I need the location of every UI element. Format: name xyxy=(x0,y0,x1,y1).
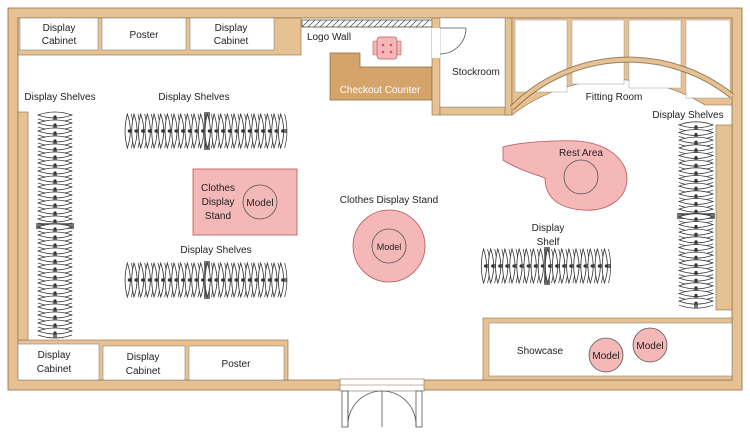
model-stand-center[interactable] xyxy=(371,228,407,264)
display-cabinet-bottom-1[interactable] xyxy=(17,343,100,381)
display-cabinet-top-1[interactable] xyxy=(19,17,99,51)
stand-left-label-1: Clothes xyxy=(201,183,235,194)
display-shelves-right[interactable] xyxy=(677,121,715,309)
cabinet-bottom-1-label-2: Cabinet xyxy=(37,364,72,375)
poster-bottom[interactable] xyxy=(188,345,285,381)
fitting-booth-4[interactable] xyxy=(685,19,731,99)
stand-left-label-2: Display xyxy=(202,197,235,208)
rest-area-seat[interactable] xyxy=(563,159,599,195)
cabinet-top-1-label-1: Display xyxy=(43,23,76,34)
fitting-room-label: Fitting Room xyxy=(586,92,643,103)
poster-top[interactable] xyxy=(101,17,187,51)
display-shelf-label-1: Display xyxy=(532,223,565,234)
showcase-label: Showcase xyxy=(517,346,564,357)
display-cabinet-top-2[interactable] xyxy=(189,17,275,51)
cabinet-top-2-label-2: Cabinet xyxy=(214,36,249,47)
poster-bottom-label: Poster xyxy=(222,359,252,370)
stand-center-label: Clothes Display Stand xyxy=(340,195,438,206)
cabinet-top-1-label-2: Cabinet xyxy=(42,36,77,47)
logo-wall xyxy=(301,19,433,28)
stand-left-label-3: Stand xyxy=(205,211,231,222)
clothes-display-stand-left[interactable] xyxy=(192,168,298,236)
entrance-doors[interactable] xyxy=(341,390,423,428)
rest-area-label: Rest Area xyxy=(559,148,603,159)
model-showcase-1-label: Model xyxy=(592,351,619,362)
shelves-left-label: Display Shelves xyxy=(24,92,95,103)
model-showcase-1[interactable] xyxy=(588,337,624,373)
display-shelves-bottom-middle[interactable] xyxy=(124,261,288,299)
model-showcase-2[interactable] xyxy=(632,327,668,363)
stockroom-door[interactable] xyxy=(432,27,467,58)
model-showcase-2-label: Model xyxy=(636,341,663,352)
cabinet-bottom-2-label-2: Cabinet xyxy=(126,366,161,377)
logo-wall-label: Logo Wall xyxy=(307,32,351,43)
display-shelf-label-2: Shelf xyxy=(537,237,560,248)
cabinet-top-2-label-1: Display xyxy=(215,23,248,34)
display-shelves-left[interactable] xyxy=(36,111,74,339)
fitting-booth-2[interactable] xyxy=(571,19,625,85)
fitting-booth-3[interactable] xyxy=(628,19,682,89)
checkout-counter-label: Checkout Counter xyxy=(340,85,421,96)
poster-top-label: Poster xyxy=(130,30,160,41)
shelves-right-label: Display Shelves xyxy=(652,110,723,121)
model-stand-left-label: Model xyxy=(246,198,273,209)
shelves-bottom-middle-label: Display Shelves xyxy=(180,245,251,256)
cabinet-bottom-1-label-1: Display xyxy=(38,350,71,361)
stockroom[interactable] xyxy=(439,17,506,108)
fitting-room-block xyxy=(509,17,734,116)
display-cabinet-bottom-2[interactable] xyxy=(102,345,186,381)
display-shelf-center[interactable] xyxy=(480,247,612,285)
stockroom-label: Stockroom xyxy=(452,67,500,78)
display-shelves-top-middle[interactable] xyxy=(124,112,288,150)
model-stand-left[interactable] xyxy=(242,184,278,220)
model-stand-center-label: Model xyxy=(377,242,402,252)
cabinet-bottom-2-label-1: Display xyxy=(127,352,160,363)
shelves-top-middle-label: Display Shelves xyxy=(158,92,229,103)
cashier-chair[interactable] xyxy=(372,36,402,60)
fitting-booth-1[interactable] xyxy=(514,19,568,93)
